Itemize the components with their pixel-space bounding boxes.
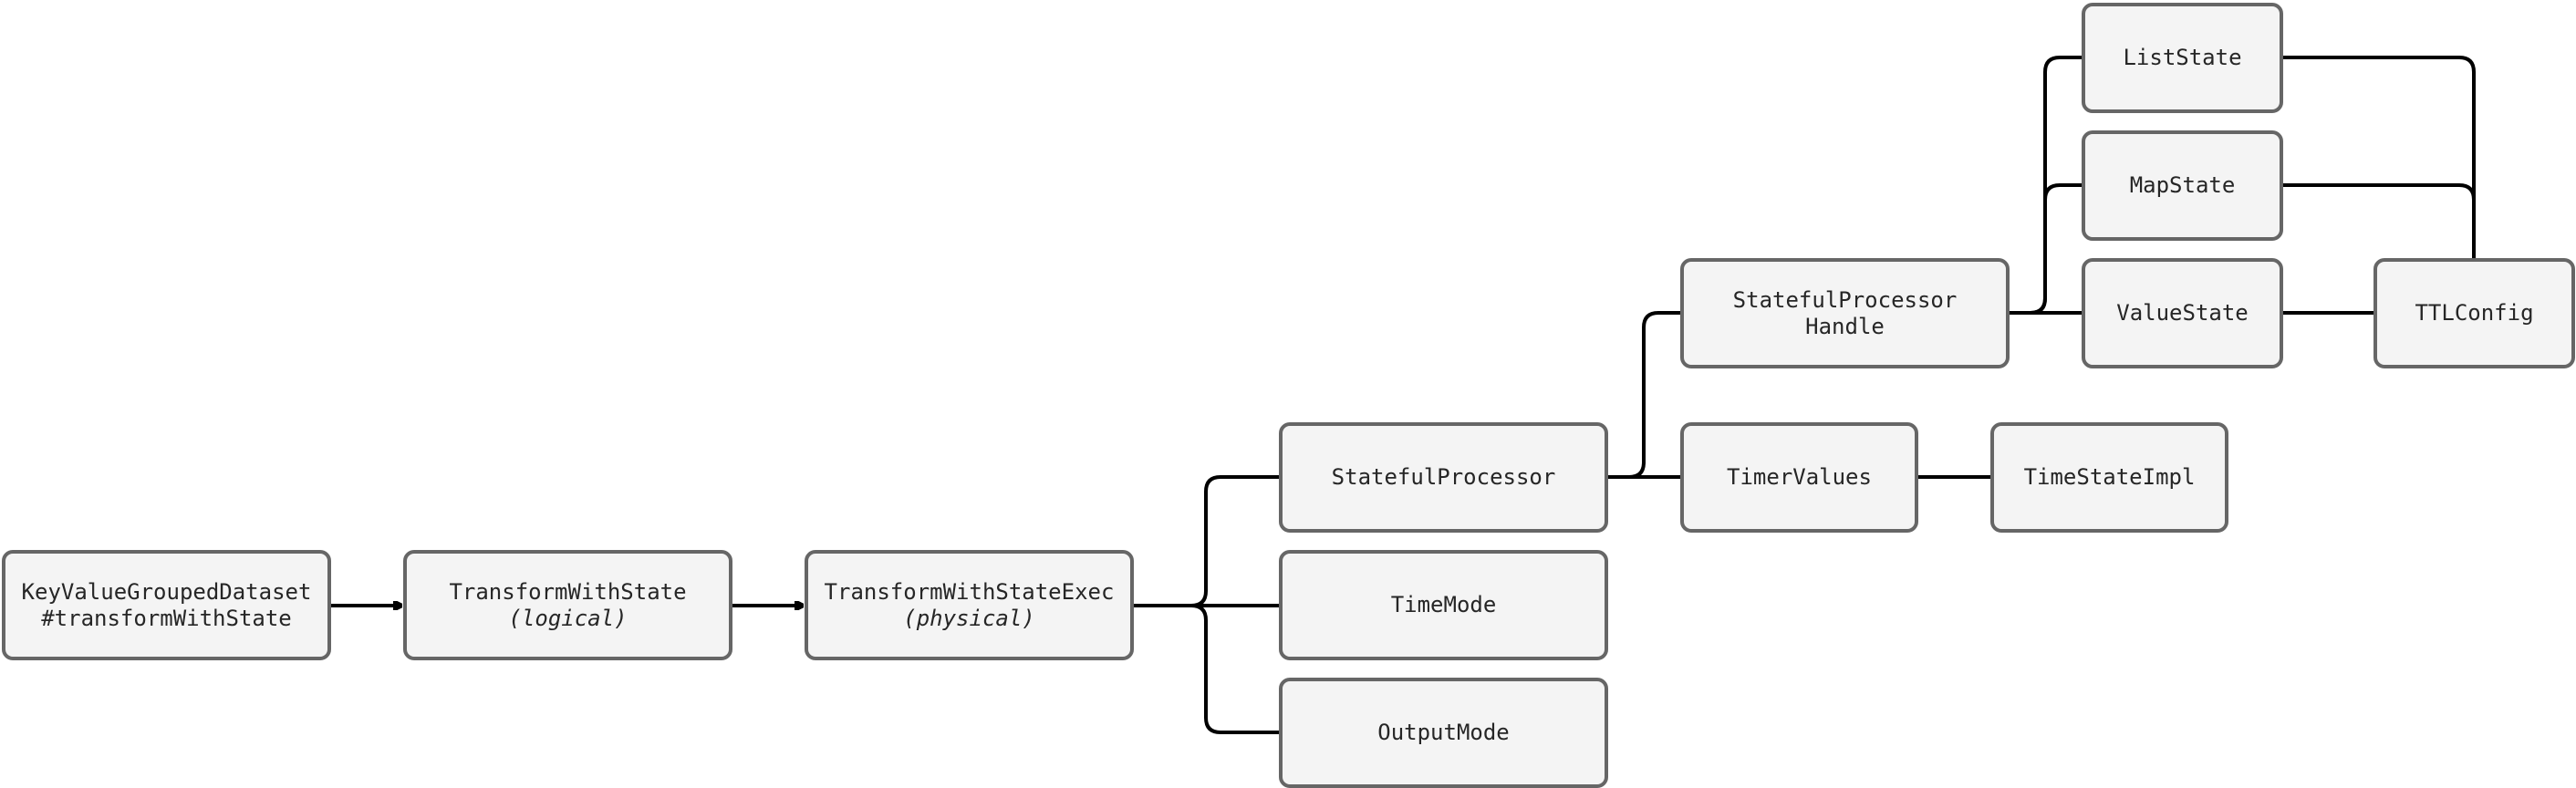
- node-label: ValueState: [2116, 300, 2249, 326]
- node-mapstate: MapState: [2082, 130, 2283, 241]
- node-keyvaluegroupeddataset: KeyValueGroupedDataset #transformWithSta…: [2, 550, 331, 660]
- node-liststate: ListState: [2082, 3, 2283, 113]
- edge-ms-to-ttl: [2283, 183, 2476, 258]
- node-sublabel: #transformWithState: [41, 605, 292, 631]
- node-sublabel: (logical): [508, 605, 628, 631]
- edge-twse-to-sp: [1134, 475, 1279, 607]
- node-transformwithstateexec: TransformWithStateExec (physical): [805, 550, 1134, 660]
- node-timemode: TimeMode: [1279, 550, 1608, 660]
- node-timestateimpl: TimeStateImpl: [1990, 422, 2228, 533]
- node-label: MapState: [2129, 172, 2236, 198]
- node-label: TransformWithState: [449, 578, 687, 605]
- node-label: StatefulProcessor: [1331, 464, 1556, 490]
- node-timervalues: TimerValues: [1680, 422, 1918, 533]
- node-outputmode: OutputMode: [1279, 678, 1608, 788]
- node-sublabel: (physical): [903, 605, 1035, 631]
- node-label: TimerValues: [1727, 464, 1872, 490]
- node-label: TransformWithStateExec: [824, 578, 1115, 605]
- node-label: TimeMode: [1390, 592, 1497, 617]
- node-label: TTLConfig: [2415, 300, 2534, 326]
- edge-sp-to-sph: [1608, 311, 1680, 479]
- node-statefulprocessor: StatefulProcessor: [1279, 422, 1608, 533]
- node-label: ListState: [2123, 45, 2242, 70]
- node-ttlconfig: TTLConfig: [2373, 258, 2575, 368]
- node-label: StatefulProcessor: [1732, 286, 1958, 313]
- node-label: KeyValueGroupedDataset: [21, 578, 312, 605]
- node-label: TimeStateImpl: [2023, 464, 2196, 490]
- edge-sph-to-ms: [2010, 183, 2082, 315]
- node-valuestate: ValueState: [2082, 258, 2283, 368]
- edge-ls-to-ttl: [2283, 56, 2476, 258]
- edge-twse-to-om: [1134, 604, 1279, 734]
- node-sublabel: Handle: [1805, 313, 1885, 339]
- node-statefulprocessorhandle: StatefulProcessor Handle: [1680, 258, 2010, 368]
- node-label: OutputMode: [1377, 720, 1510, 745]
- node-transformwithstate: TransformWithState (logical): [403, 550, 732, 660]
